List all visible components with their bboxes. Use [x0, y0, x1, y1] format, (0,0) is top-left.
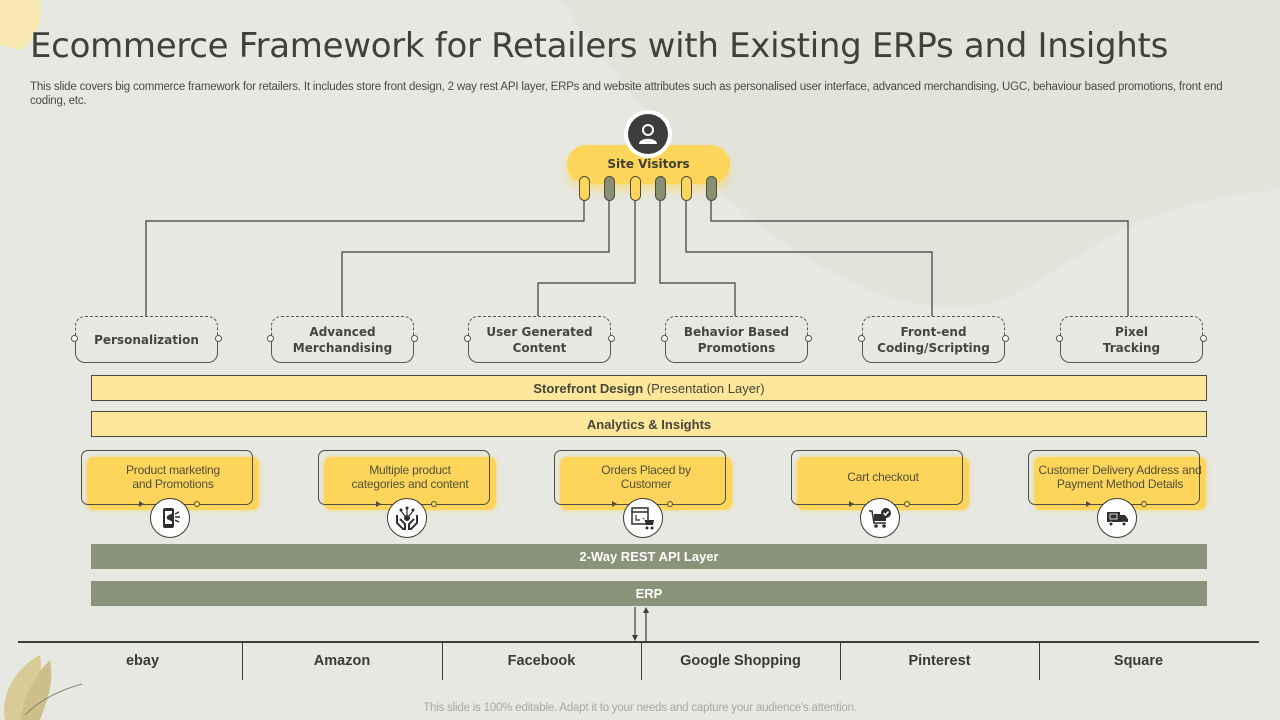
slide-subtitle: This slide covers big commerce framework…	[30, 81, 1223, 107]
connector-pin	[604, 176, 615, 201]
attribute-user-generated-content: User Generated Content	[464, 316, 615, 363]
browser-cart-icon	[631, 507, 654, 530]
feature-label: Customer Delivery Address and Payment Me…	[1038, 463, 1202, 491]
platform-divider	[1039, 642, 1040, 680]
platform-facebook: Facebook	[507, 653, 576, 669]
platform-divider	[641, 642, 642, 680]
feature-product-marketing: Product marketing and Promotions	[81, 450, 259, 538]
connector-frontend	[685, 200, 933, 316]
analytics-insights-layer: Analytics & Insights	[91, 411, 1207, 437]
feature-orders-placed: Orders Placed by Customer	[554, 450, 732, 538]
attribute-front-end-coding: Front-end Coding/Scripting	[858, 316, 1009, 363]
feature-label: Multiple product categories and content	[351, 463, 469, 491]
user-icon	[639, 124, 657, 144]
attribute-label: Advanced Merchandising	[292, 324, 393, 355]
connector-personalization	[145, 200, 585, 316]
attribute-behavior-based-promotions: Behavior Based Promotions	[661, 316, 812, 363]
attribute-label: User Generated Content	[486, 324, 593, 355]
erp-layer: ERP	[91, 581, 1207, 606]
attribute-label: Personalization	[94, 332, 199, 347]
platform-divider	[442, 642, 443, 680]
arrow-up-head	[643, 607, 649, 613]
feature-label: Cart checkout	[847, 470, 919, 484]
erp-label: ERP	[635, 586, 663, 601]
rest-api-label: 2-Way REST API Layer	[579, 549, 719, 564]
site-visitors-hub: Site Visitors	[567, 145, 730, 184]
connector-ugc	[537, 200, 636, 316]
analytics-label: Analytics & Insights	[586, 416, 712, 432]
attribute-label: Front-end Coding/Scripting	[877, 324, 990, 355]
rest-api-layer: 2-Way REST API Layer	[91, 544, 1207, 569]
attribute-advanced-merchandising: Advanced Merchandising	[267, 316, 418, 363]
platform-ebay: ebay	[125, 653, 160, 669]
attribute-label: Pixel Tracking	[1102, 324, 1161, 355]
storefront-sub-label: (Presentation Layer)	[643, 380, 765, 396]
attribute-pixel-tracking: Pixel Tracking	[1056, 316, 1207, 363]
connector-behavior	[659, 200, 736, 316]
storefront-bold-label: Storefront Design	[533, 380, 644, 396]
connector-pin	[655, 176, 666, 201]
connector-pin	[681, 176, 692, 201]
feature-label: Orders Placed by Customer	[601, 463, 691, 491]
connector-pin	[579, 176, 590, 201]
feature-label: Product marketing and Promotions	[126, 463, 220, 491]
attribute-personalization: Personalization	[71, 316, 222, 363]
cart-check-icon	[869, 508, 891, 528]
mobile-megaphone-icon	[163, 508, 180, 528]
feature-product-categories: Multiple product categories and content	[318, 450, 496, 538]
connector-pixel	[710, 200, 1129, 316]
delivery-truck-icon	[1107, 512, 1128, 527]
slide-footer: This slide is 100% editable. Adapt it to…	[423, 702, 857, 714]
arrow-down-head	[632, 635, 638, 641]
connector-pin	[630, 176, 641, 201]
site-visitors-label: Site Visitors	[607, 157, 690, 171]
platform-amazon: Amazon	[313, 653, 371, 669]
attribute-label: Behavior Based Promotions	[683, 324, 790, 355]
connector-merchandising	[341, 200, 610, 316]
avatar	[624, 110, 672, 158]
platform-square: Square	[1113, 653, 1164, 669]
platform-divider	[840, 642, 841, 680]
platform-baseline	[18, 641, 1259, 643]
connector-pin	[706, 176, 717, 201]
hands-network-icon	[396, 506, 418, 530]
storefront-design-layer: Storefront Design (Presentation Layer)	[91, 375, 1207, 401]
slide-title: Ecommerce Framework for Retailers with E…	[30, 26, 1168, 66]
platform-pinterest: Pinterest	[908, 653, 971, 669]
platform-google-shopping: Google Shopping	[680, 653, 801, 669]
feature-cart-checkout: Cart checkout	[791, 450, 969, 538]
platform-divider	[242, 642, 243, 680]
feature-delivery-payment: Customer Delivery Address and Payment Me…	[1028, 450, 1206, 538]
